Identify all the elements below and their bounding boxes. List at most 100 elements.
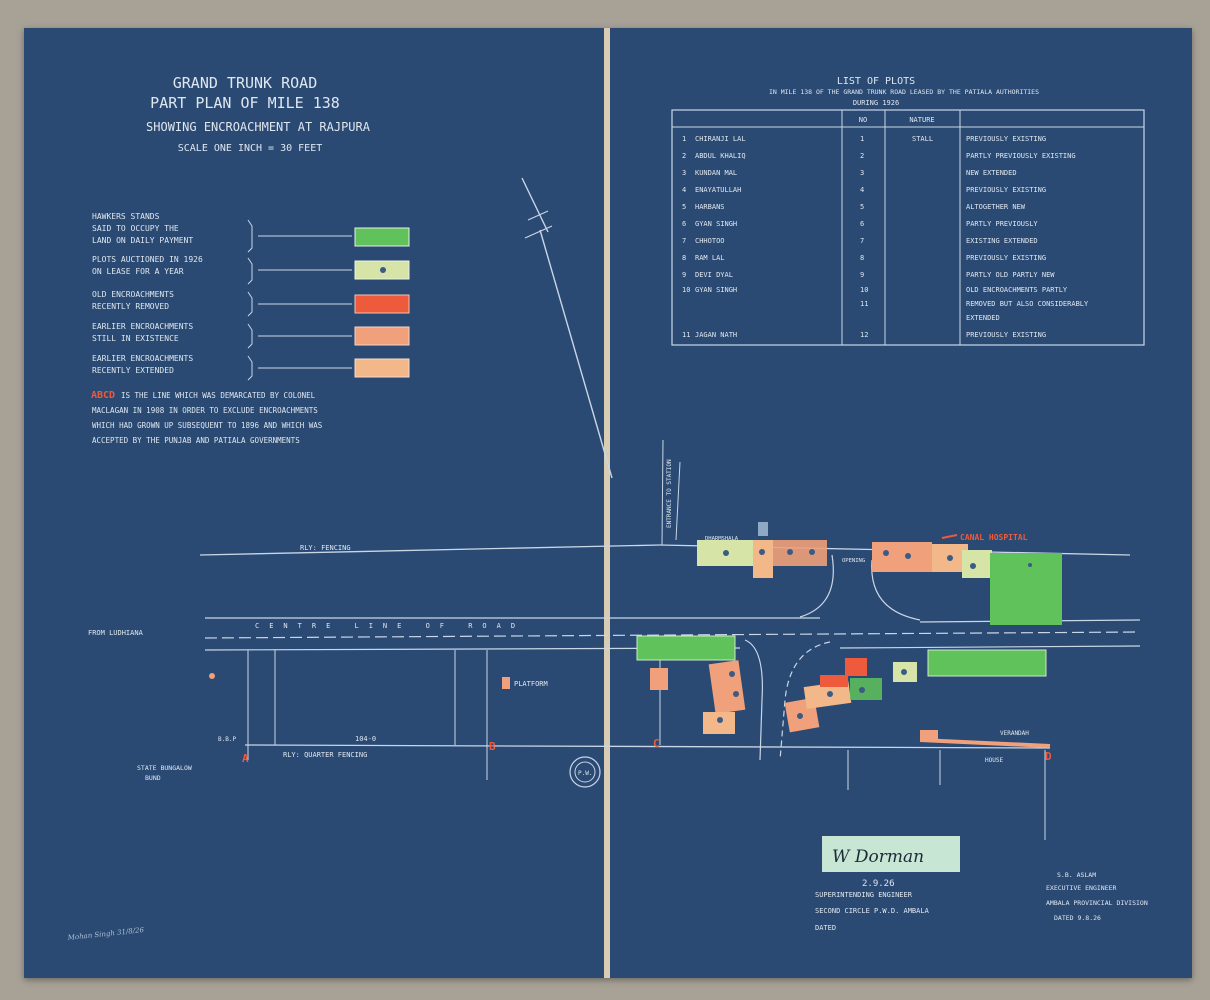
plot-dot <box>787 549 793 555</box>
verandah-strip <box>919 738 1051 748</box>
house-label: HOUSE <box>985 757 1003 764</box>
row-idx: 5 <box>682 203 686 211</box>
row-no: 3 <box>860 169 864 177</box>
plots-header-no: NO <box>859 116 867 124</box>
row-name: CHHOTOO <box>695 237 725 245</box>
signature-date: 2.9.26 <box>862 879 895 889</box>
plot-dot <box>809 549 815 555</box>
legend-item-auctioned: PLOTS AUCTIONED IN 1926 ON LEASE FOR A Y… <box>92 255 410 285</box>
junction-curve <box>871 559 921 621</box>
row-remark: EXISTING EXTENDED <box>966 237 1038 245</box>
superintending-line2: SECOND CIRCLE P.W.D. AMBALA <box>815 907 930 915</box>
row-no: 4 <box>860 186 864 194</box>
pole-arm <box>524 225 553 239</box>
marker-c: C <box>653 737 660 750</box>
row-name: GYAN SINGH <box>695 220 737 228</box>
plots-table-frame <box>671 109 1145 346</box>
row-remark: PREVIOUSLY EXISTING <box>966 254 1046 262</box>
legend-brace <box>247 355 253 381</box>
row-no: 1 <box>860 135 864 143</box>
table-row: 9 DEVI DYAL 9 PARTLY OLD PARTLY NEW <box>682 271 1055 279</box>
signature-block: W Dorman 2.9.26 SUPERINTENDING ENGINEER … <box>66 836 1148 942</box>
row-nature: STALL <box>912 135 933 143</box>
row-remark: NEW EXTENDED <box>966 169 1017 177</box>
abcd-note: ABCD IS THE LINE WHICH WAS DEMARCATED BY… <box>91 390 323 445</box>
abcd-line <box>244 744 1051 749</box>
plot-north-2 <box>753 540 773 578</box>
plot-dot <box>729 671 735 677</box>
row-idx: 6 <box>682 220 686 228</box>
legend-removed-line2: RECENTLY REMOVED <box>92 302 169 311</box>
title-line-1: GRAND TRUNK ROAD <box>173 74 318 92</box>
signature-text: W Dorman <box>832 847 924 867</box>
plot-south-3 <box>703 712 735 734</box>
from-ludhiana-label: FROM LUDHIANA <box>88 629 144 637</box>
opening-label: OPENING <box>842 558 865 564</box>
executive-line4: DATED 9.8.26 <box>1054 914 1101 922</box>
row-no: 8 <box>860 254 864 262</box>
row-no: 6 <box>860 220 864 228</box>
signature-stamp <box>822 836 960 872</box>
site-plan: RLY: FENCING ENTRANCE TO STATION CENTRE … <box>88 439 1141 840</box>
executive-line1: S.B. ASLAM <box>1057 871 1096 879</box>
row-remark: PARTLY PREVIOUSLY <box>966 220 1038 228</box>
row-idx: 4 <box>682 186 686 194</box>
row-name: KUNDAN MAL <box>695 169 737 177</box>
row-no: 9 <box>860 271 864 279</box>
plot-dot <box>733 691 739 697</box>
row-remark: PARTLY PREVIOUSLY EXISTING <box>966 152 1076 160</box>
table-row: 6 GYAN SINGH 6 PARTLY PREVIOUSLY <box>682 220 1038 228</box>
plot-dot <box>797 713 803 719</box>
row-no: 7 <box>860 237 864 245</box>
well-label: P.W. <box>578 770 592 777</box>
rly-fencing-label: RLY: FENCING <box>300 544 351 552</box>
row-no: 5 <box>860 203 864 211</box>
verandah-label: VERANDAH <box>1000 730 1029 737</box>
plot-south-1 <box>650 668 668 690</box>
row-name: RAM LAL <box>695 254 725 262</box>
title-line-4: SCALE ONE INCH = 30 FEET <box>178 143 323 154</box>
table-row: 2 ABDUL KHALIQ 2 PARTLY PREVIOUSLY EXIST… <box>682 152 1076 160</box>
state-bungalow-label: STATE BUNGALOW <box>137 764 192 772</box>
well-outer <box>569 756 601 788</box>
plot-dot <box>947 555 953 561</box>
row-remark: PARTLY OLD PARTLY NEW <box>966 271 1055 279</box>
plot-south-hawker <box>850 678 882 700</box>
plot-dot <box>905 553 911 559</box>
plots-header-nature: NATURE <box>909 116 934 124</box>
marker-d: D <box>1045 750 1052 763</box>
row-name: ENAYATULLAH <box>695 186 741 194</box>
legend-hawkers-line3: LAND ON DAILY PAYMENT <box>92 236 193 245</box>
row-no: 2 <box>860 152 864 160</box>
plot-dot <box>1028 563 1032 567</box>
row-name: CHIRANJI LAL <box>695 135 746 143</box>
marker-b: B <box>489 740 496 753</box>
plot-south-7 <box>920 730 938 740</box>
plots-table-title: LIST OF PLOTS <box>837 76 915 87</box>
row-idx: 7 <box>682 237 686 245</box>
legend-hawkers-line2: SAID TO OCCUPY THE <box>92 224 179 233</box>
row-idx: 1 <box>682 135 686 143</box>
plots-table-rows: 1 CHIRANJI LAL 1 STALL PREVIOUSLY EXISTI… <box>682 135 1089 339</box>
superintending-line3: DATED <box>815 924 836 932</box>
title-line-2: PART PLAN OF MILE 138 <box>150 94 340 112</box>
executive-line2: EXECUTIVE ENGINEER <box>1046 884 1117 892</box>
legend-existing-line2: STILL IN EXISTENCE <box>92 334 179 343</box>
legend-swatch-existing <box>354 326 410 346</box>
table-row: 7 CHHOTOO 7 EXISTING EXTENDED <box>682 237 1038 245</box>
legend-brace <box>247 219 253 253</box>
plot-south-removed-1 <box>820 675 848 687</box>
legend-brace <box>247 291 253 317</box>
entrance-road-edge <box>661 439 664 546</box>
legend-auctioned-line1: PLOTS AUCTIONED IN 1926 <box>92 255 203 264</box>
platform-marker <box>502 677 510 689</box>
executive-line3: AMBALA PROVINCIAL DIVISION <box>1046 899 1148 907</box>
junction-curve <box>799 554 834 618</box>
legend-existing-line1: EARLIER ENCROACHMENTS <box>92 322 193 331</box>
row-name: HARBANS <box>695 203 725 211</box>
row-no: 10 <box>860 286 868 294</box>
row-idx: 8 <box>682 254 686 262</box>
south-road-edge <box>744 639 763 761</box>
entrance-road-edge <box>675 461 681 541</box>
